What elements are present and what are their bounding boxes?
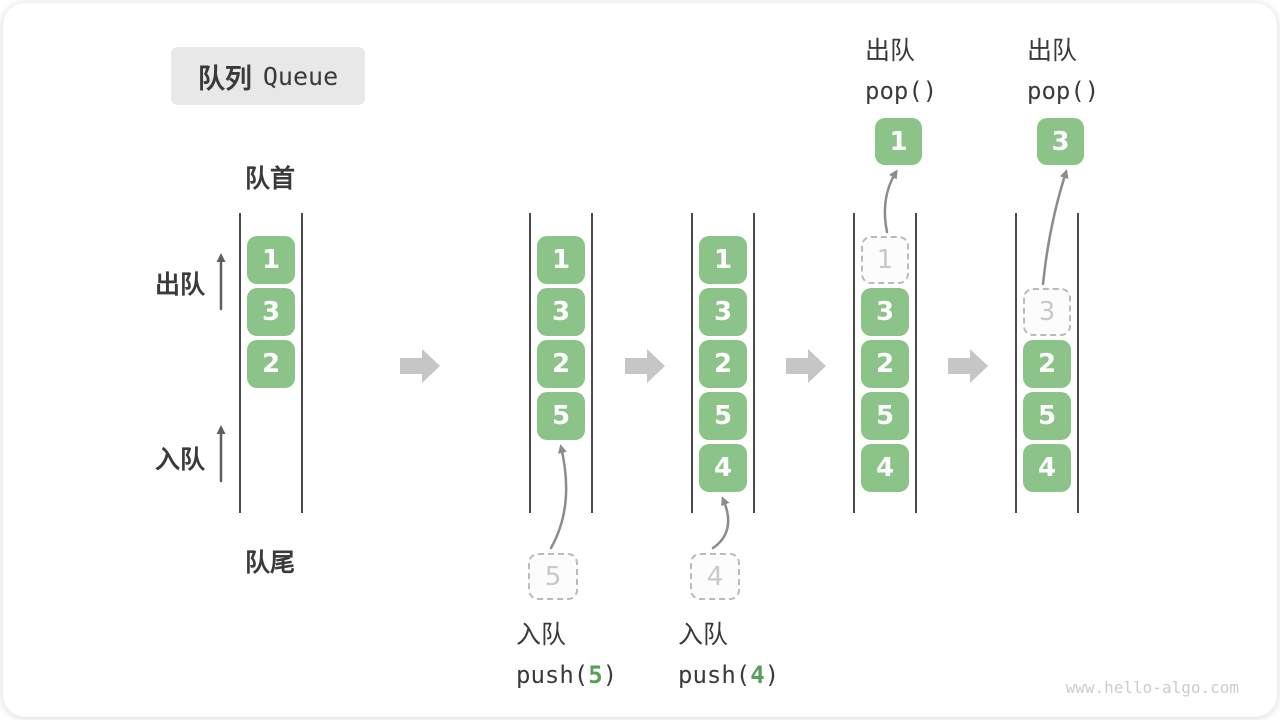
queue-item: 4 (1023, 444, 1071, 492)
queue-item: 5 (699, 392, 747, 440)
dequeue-op-label-code: pop() (865, 77, 938, 105)
queue-item: 1 (537, 236, 585, 284)
queue-channel (239, 213, 303, 513)
title-box: 队列 Queue (171, 47, 365, 105)
queue-item: 2 (247, 340, 295, 388)
queue-item: 3 (247, 288, 295, 336)
dequeue-op-label-zh: 出队 (865, 37, 916, 65)
queue-item: 4 (699, 444, 747, 492)
queue-item: 1 (247, 236, 295, 284)
queue-channel (1015, 213, 1079, 513)
queue-item: 5 (537, 392, 585, 440)
queue-item: 2 (861, 340, 909, 388)
title-en: Queue (262, 61, 339, 91)
code-arg: 5 (588, 661, 603, 689)
queue-item: 4 (861, 444, 909, 492)
block-arrow-right (625, 349, 665, 383)
enqueue-op-label-zh: 入队 (678, 621, 729, 649)
arrows-overlay (216, 169, 1069, 550)
dequeue-op-label: 出队 pop() (865, 31, 937, 105)
queue-item: 2 (699, 340, 747, 388)
dequeue-op-label: 出队 pop() (1027, 31, 1099, 105)
queue-item-dashed: 3 (1023, 288, 1071, 336)
label-queue-rear: 队尾 (245, 549, 296, 577)
queue-item: 5 (1023, 392, 1071, 440)
queue-channel (529, 213, 593, 513)
block-arrow-right (400, 349, 440, 383)
enqueue-op-label: 入队 push(5) (516, 615, 617, 689)
watermark: www.hello-algo.com (1065, 678, 1239, 697)
queue-item-dashed: 1 (861, 236, 909, 284)
queue-item: 3 (861, 288, 909, 336)
queue-item: 5 (861, 392, 909, 440)
queue-item: 3 (699, 288, 747, 336)
popped-item: 3 (1037, 118, 1084, 165)
code-arg: 4 (750, 661, 765, 689)
label-enqueue-side: 入队 (155, 446, 206, 474)
enqueue-op-label: 入队 push(4) (678, 615, 779, 689)
queue-channel (853, 213, 917, 513)
pending-item: 5 (528, 553, 578, 600)
label-dequeue-side: 出队 (155, 271, 206, 299)
queue-item: 1 (699, 236, 747, 284)
block-arrow-right (948, 349, 988, 383)
enqueue-op-label-code: push(4) (678, 661, 780, 689)
queue-item: 3 (537, 288, 585, 336)
enqueue-op-label-code: push(5) (516, 661, 618, 689)
title-zh: 队列 (197, 63, 252, 94)
queue-item: 2 (537, 340, 585, 388)
dequeue-op-label-code: pop() (1027, 77, 1100, 105)
queue-item: 2 (1023, 340, 1071, 388)
enqueue-op-label-zh: 入队 (516, 621, 567, 649)
block-arrow-right (786, 349, 826, 383)
dequeue-op-label-zh: 出队 (1027, 37, 1078, 65)
label-queue-front: 队首 (245, 165, 296, 193)
pending-item: 4 (690, 553, 740, 600)
queue-channel (691, 213, 755, 513)
popped-item: 1 (875, 118, 922, 165)
